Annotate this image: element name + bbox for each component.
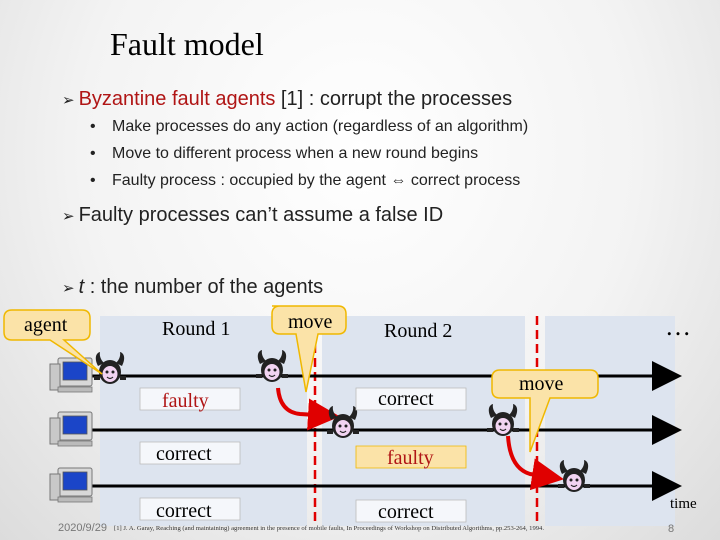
state-box — [139, 441, 241, 465]
page-number: 8 — [668, 523, 675, 535]
state-round1-p1: faulty — [162, 390, 209, 412]
round1-panel — [100, 316, 307, 526]
round2-label: Round 2 — [384, 320, 453, 342]
subbullet-move: •Move to different process when a new ro… — [90, 145, 479, 162]
footer-reference: [1] J. A. Garay, Reaching (and maintaini… — [114, 525, 544, 532]
byzantine-rest: [1] : corrupt the processes — [275, 88, 513, 110]
bullet-arrow-icon: ➢ — [62, 280, 75, 297]
subbullet-any-action: •Make processes do any action (regardles… — [90, 118, 529, 135]
bullet-false-id: ➢Faulty processes can’t assume a false I… — [62, 204, 444, 226]
round2-panel — [322, 316, 525, 526]
move-callout-2 — [491, 369, 599, 453]
computer-icon — [49, 467, 93, 503]
state-box — [355, 445, 467, 469]
slide-title: Fault model — [110, 26, 264, 62]
bullet-t: ➢t : the number of the agents — [62, 276, 324, 298]
state-box — [139, 497, 241, 521]
move-label-1: move — [288, 311, 333, 333]
computer-icon — [49, 411, 93, 447]
state-round2-p2: faulty — [387, 447, 434, 469]
state-round1-p2: correct — [156, 443, 212, 465]
state-round1-p3: correct — [156, 500, 212, 522]
agent-move-arrow-2 — [506, 435, 564, 491]
byzantine-term: Byzantine fault agents — [78, 88, 276, 110]
state-box — [355, 499, 467, 523]
bullet-arrow-icon: ➢ — [62, 208, 75, 225]
state-round2-p3: correct — [378, 501, 434, 523]
agent-move-arrow-1 — [276, 387, 340, 431]
bullet-byzantine: ➢Byzantine fault agents [1] : corrupt th… — [62, 88, 512, 111]
round3-panel — [545, 316, 675, 526]
time-axis-label: time — [670, 496, 697, 512]
state-box — [355, 387, 467, 411]
state-box — [139, 387, 241, 411]
footer-date: 2020/9/29 — [58, 522, 107, 534]
ellipsis: … — [665, 312, 691, 341]
agent-callout — [3, 309, 103, 375]
bullet-arrow-icon: ➢ — [62, 92, 75, 109]
variable-t: t — [78, 276, 85, 298]
subbullet-faulty-process: •Faulty process : occupied by the agent … — [90, 172, 521, 189]
move-label-2: move — [519, 373, 564, 395]
round1-label: Round 1 — [162, 318, 231, 340]
state-round2-p1: correct — [378, 388, 434, 410]
move-callout-1 — [271, 305, 347, 393]
agent-label: agent — [24, 314, 68, 336]
